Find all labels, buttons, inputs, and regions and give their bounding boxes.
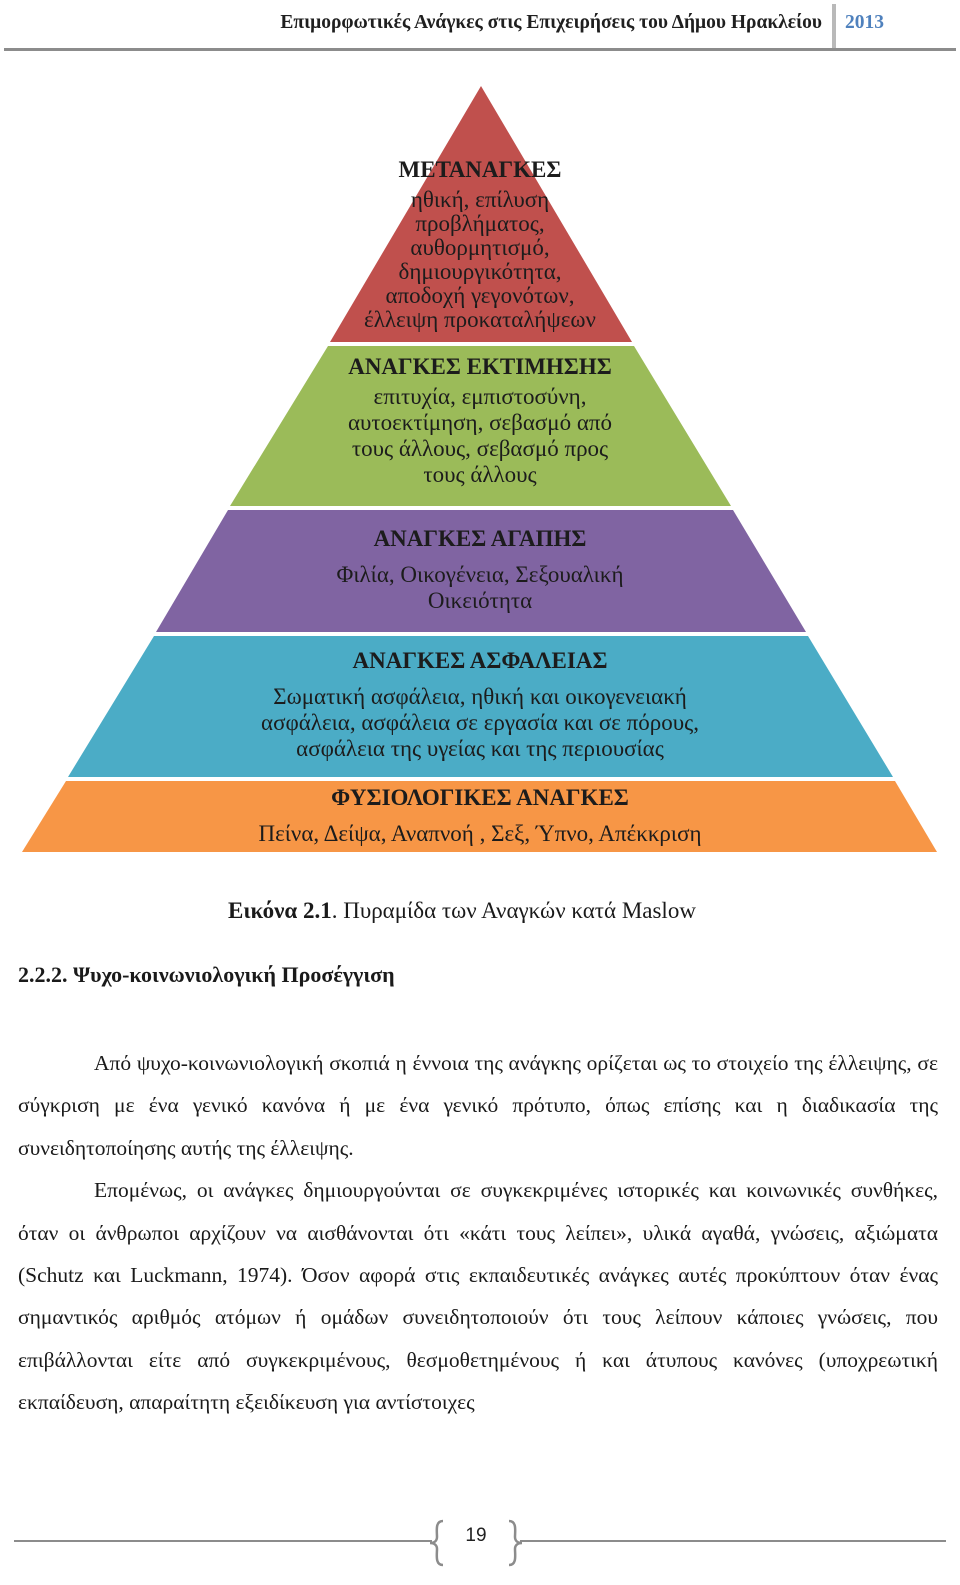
pyramid-level-2-shape bbox=[230, 346, 731, 506]
page-number: 19 bbox=[465, 1525, 487, 1546]
page-header: Επιμορφωτικές Ανάγκες στις Επιχειρήσεις … bbox=[0, 0, 960, 52]
pyramid-level-3-line: Οικειότητα bbox=[427, 588, 533, 613]
figure-caption: Εικόνα 2.1. Πυραμίδα των Αναγκών κατά Ma… bbox=[228, 898, 696, 924]
pyramid-level-1-shape bbox=[330, 86, 632, 342]
pyramid-level-2-line: αυτοεκτίμηση, σεβασμό από bbox=[347, 410, 613, 435]
body-text: Από ψυχο-κοινωνιολογική σκοπιά η έννοια … bbox=[18, 1042, 938, 1424]
pyramid-level-4-line: ασφάλεια της υγείας και της περιουσίας bbox=[296, 736, 664, 761]
header-rule bbox=[4, 48, 956, 51]
pyramid-level-1-line: έλλειψη προκαταλήψεων bbox=[364, 307, 596, 332]
pyramid-level-5-shape bbox=[22, 781, 937, 852]
paragraph: Από ψυχο-κοινωνιολογική σκοπιά η έννοια … bbox=[18, 1051, 938, 1160]
pyramid-level-2-line: επιτυχία, εμπιστοσύνη, bbox=[373, 384, 587, 409]
pyramid-level-3-line: Φιλία, Οικογένεια, Σεξουαλική bbox=[336, 562, 624, 587]
pyramid-level-3-text: ΑΝΑΓΚΕΣ ΑΓΑΠΗΣ Φιλία, Οικογένεια, Σεξουα… bbox=[0, 526, 960, 614]
pyramid-level-5-line: Πείνα, Δείψα, Αναπνοή , Σεξ, Ύπνο, Απέκκ… bbox=[258, 821, 702, 846]
footer-left-brace bbox=[429, 1519, 444, 1567]
pyramid-level-1-line: ηθική, επίλυση bbox=[410, 187, 550, 212]
pyramid-level-3-shape bbox=[156, 510, 806, 632]
pyramid-level-1-line: προβλήματος, bbox=[415, 211, 545, 236]
pyramid-level-2-line: τους άλλους bbox=[423, 462, 537, 487]
header-separator bbox=[832, 4, 836, 50]
pyramid-level-4-line: Σωματική ασφάλεια, ηθική και οικογενειακ… bbox=[273, 684, 687, 709]
footer-rule-right bbox=[520, 1540, 946, 1542]
pyramid-level-5-title: ΦΥΣΙΟΛΟΓΙΚΕΣ ΑΝΑΓΚΕΣ bbox=[331, 785, 629, 810]
pyramid-level-4-shape bbox=[68, 636, 893, 777]
pyramid-level-1-line: αυθορμητισμό, bbox=[410, 235, 550, 260]
pyramid-level-1-line: δημιουργικότητα, bbox=[398, 259, 562, 284]
pyramid-level-2-title: ΑΝΑΓΚΕΣ ΕΚΤΙΜΗΣΗΣ bbox=[348, 354, 612, 379]
pyramid-level-1-text: ΜΕΤΑΝΑΓΚΕΣ ηθική, επίλυση προβλήματος, α… bbox=[0, 157, 960, 333]
footer-rule-left bbox=[14, 1540, 432, 1542]
pyramid-level-4-line: ασφάλεια, ασφάλεια σε εργασία και σε πόρ… bbox=[261, 710, 699, 735]
pyramid-level-2-text: ΑΝΑΓΚΕΣ ΕΚΤΙΜΗΣΗΣ επιτυχία, εμπιστοσύνη,… bbox=[0, 354, 960, 488]
pyramid-level-1-title: ΜΕΤΑΝΑΓΚΕΣ bbox=[398, 157, 562, 182]
section-heading: 2.2.2. Ψυχο-κοινωνιολογική Προσέγγιση bbox=[18, 962, 395, 987]
header-year: 2013 bbox=[845, 12, 884, 33]
header-title: Επιμορφωτικές Ανάγκες στις Επιχειρήσεις … bbox=[280, 12, 822, 33]
figure-caption-label: Εικόνα 2.1 bbox=[228, 898, 332, 923]
figure-caption-text: . Πυραμίδα των Αναγκών κατά Maslow bbox=[331, 898, 696, 923]
paragraph: Επομένως, οι ανάγκες δημιουργούνται σε σ… bbox=[18, 1178, 938, 1415]
pyramid-level-4-text: ΑΝΑΓΚΕΣ ΑΣΦΑΛΕΙΑΣ Σωματική ασφάλεια, ηθι… bbox=[0, 648, 960, 762]
footer-right-brace bbox=[508, 1519, 523, 1567]
pyramid-level-5-text: ΦΥΣΙΟΛΟΓΙΚΕΣ ΑΝΑΓΚΕΣ Πείνα, Δείψα, Αναπν… bbox=[0, 785, 960, 847]
pyramid-level-4-title: ΑΝΑΓΚΕΣ ΑΣΦΑΛΕΙΑΣ bbox=[352, 648, 608, 673]
pyramid-level-2-line: τους άλλους, σεβασμό προς bbox=[351, 436, 609, 461]
page-footer: 19 bbox=[0, 1515, 960, 1575]
pyramid-level-1-line: αποδοχή γεγονότων, bbox=[385, 283, 575, 308]
pyramid-level-3-title: ΑΝΑΓΚΕΣ ΑΓΑΠΗΣ bbox=[373, 526, 587, 551]
maslow-pyramid bbox=[22, 86, 937, 852]
